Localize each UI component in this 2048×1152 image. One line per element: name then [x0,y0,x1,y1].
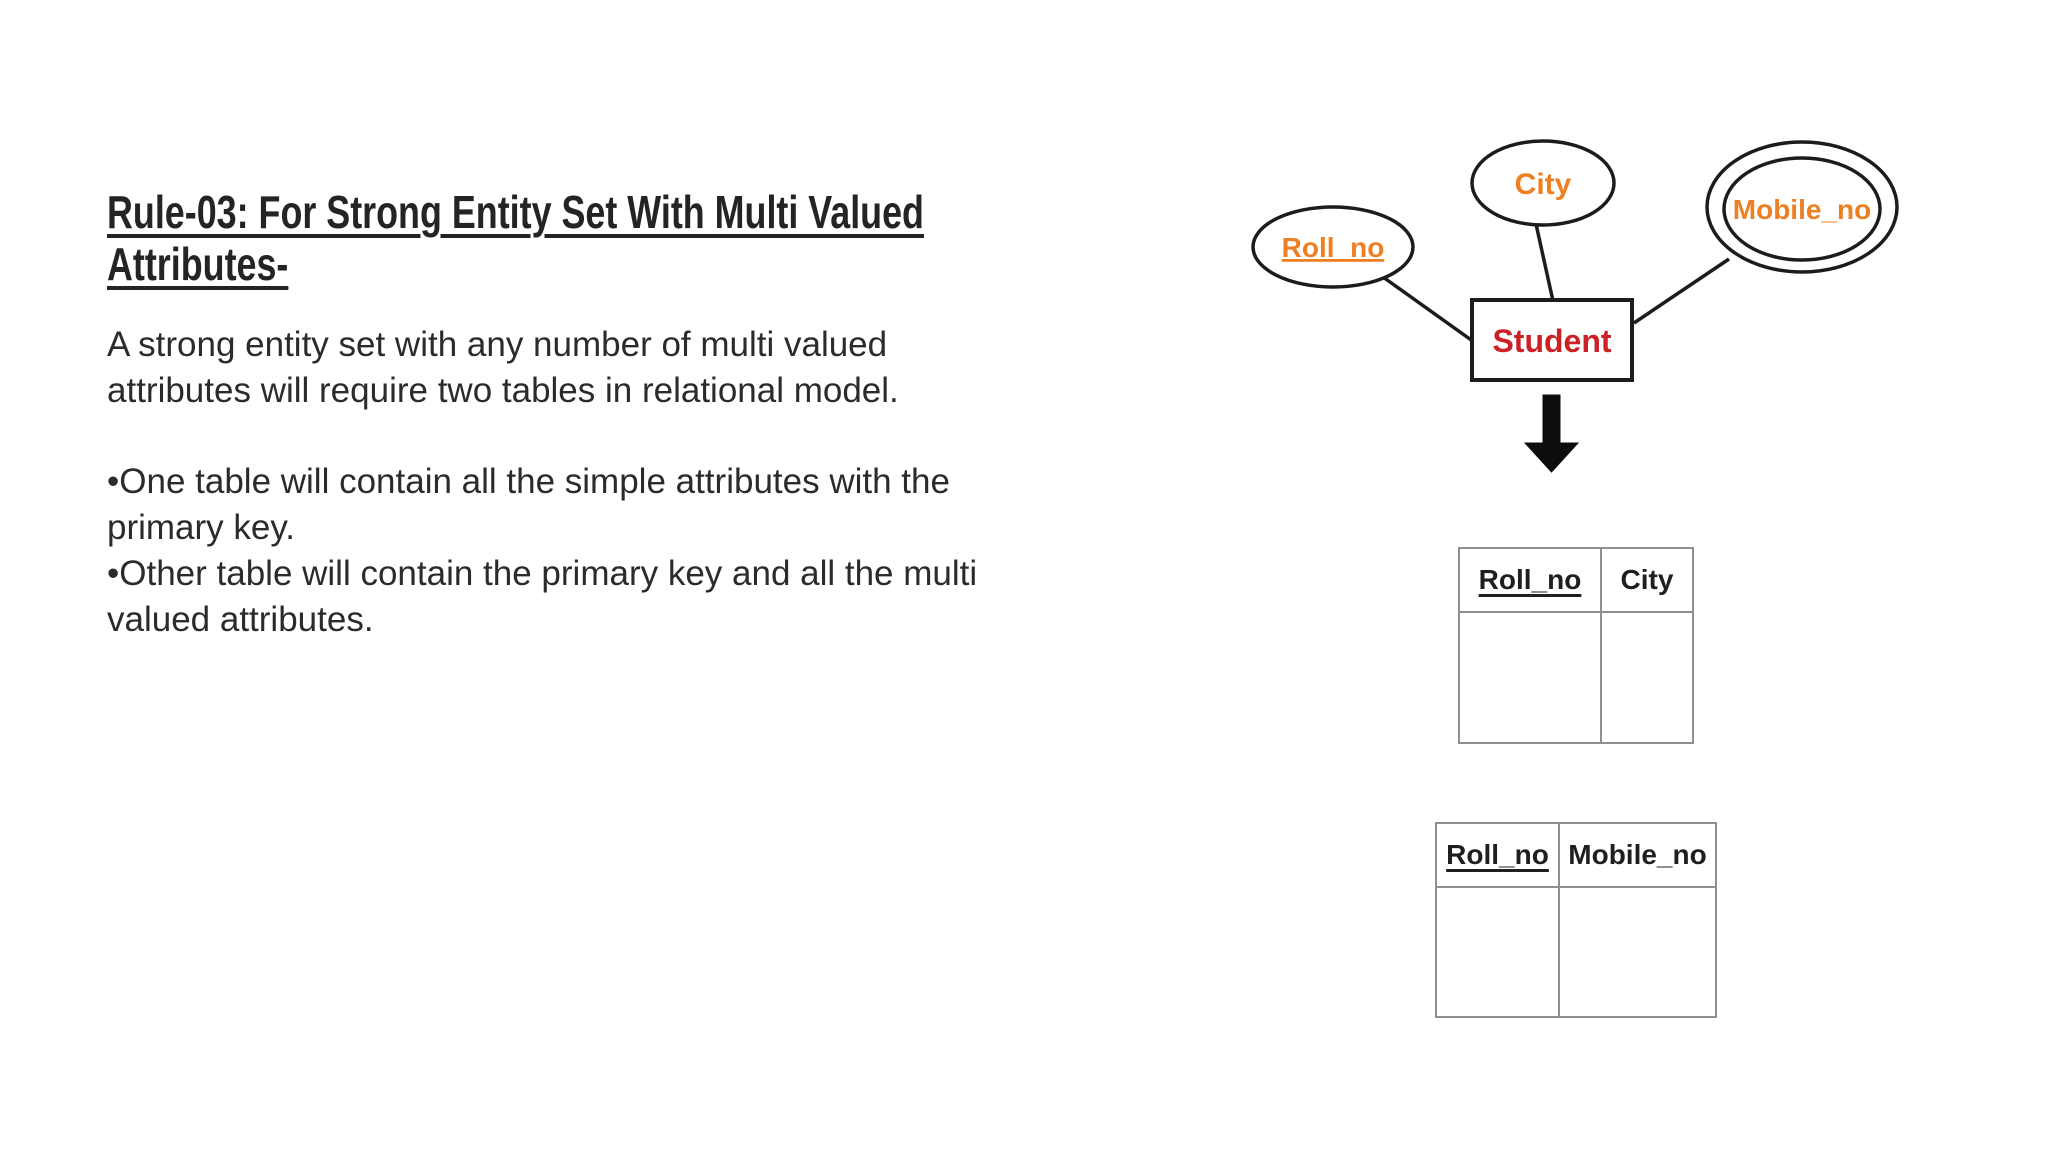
down-arrow-icon [1523,394,1580,473]
roll-mobile-table-empty-cell [1558,886,1717,1018]
intro-paragraph: A strong entity set with any number of m… [107,322,899,414]
roll-mobile-table-header-row: Roll_no Mobile_no [1435,822,1717,888]
intro-paragraph-line-1: A strong entity set with any number of m… [107,325,888,364]
student-entity-label: Student [1492,323,1611,359]
connector-rollno-student [1381,275,1476,344]
intro-paragraph-line-2: attributes will require two tables in re… [107,371,899,410]
city-attribute-ellipse [1470,139,1616,227]
roll-city-table-header-row: Roll_no City [1458,547,1694,613]
er-diagram: Roll_no City Mobile_no Student [1251,139,1899,473]
bullet-item-2-line-1: •Other table will contain the primary ke… [107,554,978,593]
connector-mobileno-student [1633,257,1730,325]
roll-no-attribute-label: Roll_no [1282,232,1385,263]
bullet-item-1-line-2: primary key. [107,508,295,547]
roll-no-attribute-ellipse [1251,205,1415,289]
roll-mobile-table-header-roll-no: Roll_no [1435,822,1560,888]
bullet-item-1-line-1: •One table will contain all the simple a… [107,462,950,501]
roll-mobile-table: Roll_no Mobile_no [1435,822,1717,1018]
mobile-no-attribute-inner-ellipse [1722,156,1882,262]
roll-city-table-header-city: City [1600,547,1694,613]
connector-city-student [1534,223,1555,302]
roll-mobile-table-empty-row [1435,886,1717,1018]
roll-city-table: Roll_no City [1458,547,1694,744]
page-title: Rule-03: For Strong Entity Set With Mult… [107,186,924,290]
roll-mobile-table-empty-cell [1435,886,1560,1018]
bullet-list: •One table will contain all the simple a… [107,459,977,643]
roll-city-table-empty-cell [1458,611,1602,744]
page-title-line-1: Rule-03: For Strong Entity Set With Mult… [107,186,924,238]
roll-city-table-empty-cell [1600,611,1694,744]
page-title-line-2: Attributes- [107,238,289,290]
roll-mobile-table-header-mobile-no: Mobile_no [1558,822,1717,888]
student-entity-box [1470,298,1634,382]
mobile-no-attribute-label: Mobile_no [1733,194,1871,225]
city-attribute-label: City [1515,168,1572,201]
roll-city-table-header-roll-no: Roll_no [1458,547,1602,613]
roll-city-table-empty-row [1458,611,1694,744]
bullet-item-2-line-2: valued attributes. [107,600,374,639]
